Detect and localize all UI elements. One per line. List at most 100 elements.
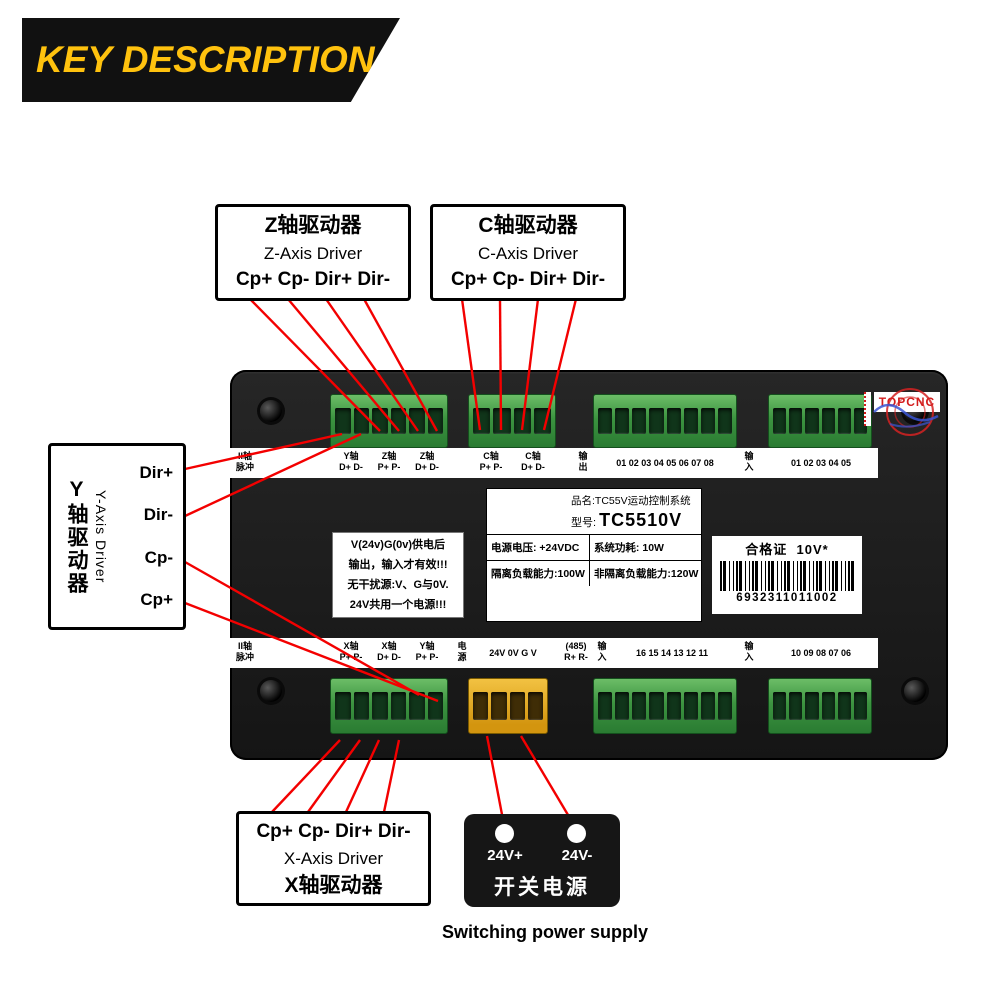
terminal-block-c-axis [468,394,556,448]
terminal-pin [773,407,787,435]
banner-title: KEY DESCRIPTION [36,39,375,80]
terminal-pin [509,692,525,720]
product-model: 型号: TC5510V [571,510,695,531]
power-terminal-positive-icon [495,824,514,843]
qc-stamp [873,388,939,436]
power-title-cn: 开关电源 [494,876,590,899]
power-caption: Switching power supply [441,922,648,942]
terminal-pin [666,692,681,720]
terminal-pin [533,407,551,435]
c-axis-title-cn: C轴驱动器 [478,214,578,237]
terminal-pin [598,407,613,435]
strip-label: Z轴 P+ P- [377,451,401,472]
terminal-pin [649,407,664,435]
terminal-pin [527,692,543,720]
screw-bottom-left [260,680,282,702]
x-axis-callout: Cp+ Cp- Dir+ Dir- X-Axis Driver X轴驱动器 [236,811,431,906]
terminal-pin [649,692,664,720]
model-label: 型号: [571,517,597,529]
terminal-block-outputs [593,394,737,448]
power-label-positive: 24V+ [487,847,523,864]
terminal-pin [666,407,681,435]
terminal-pin [372,407,388,435]
z-axis-title-en: Z-Axis Driver [263,244,363,263]
strip-label: C轴 P+ P- [479,451,503,472]
y-axis-title-en: Y-Axis Driver [93,489,109,584]
terminal-pin [335,692,351,720]
y-axis-callout: Y轴驱动器 Y-Axis Driver Dir+ Dir- Cp- Cp+ [48,443,186,630]
c-axis-pin-labels: Cp+ Cp- Dir+ Dir- [450,269,606,290]
terminal-pin [390,407,406,435]
strip-label: Y轴 P+ P- [415,641,439,662]
brand-side-tag [864,392,871,426]
terminal-pin [335,407,351,435]
terminal-pin [353,692,369,720]
terminal-pin [598,692,613,720]
terminal-block-bottom-axes [330,678,448,734]
strip-label: X轴 P+ P- [339,641,363,662]
strip-label: C轴 D+ D- [521,451,545,472]
controller-board: II轴 脉冲 Y轴 D+ D- Z轴 P+ P- Z轴 D+ D- C轴 P+ … [230,370,948,760]
power-terminal-negative-icon [567,824,586,843]
terminal-pin [473,407,491,435]
terminal-pin [632,692,647,720]
terminal-pin [683,692,698,720]
terminal-pin [789,692,803,720]
product-name: 品名:TC55V运动控制系统 [571,495,691,507]
z-axis-pin-labels: Cp+ Cp- Dir+ Dir- [235,269,391,290]
terminal-pin [615,692,630,720]
barcode [720,561,854,591]
y-pin-dir-plus: Dir+ [139,463,173,483]
strip-label: 01 02 03 04 05 [790,458,852,468]
spec-grid: 电源电压: +24VDC 系统功耗: 10W 隔离负载能力:100W 非隔离负载… [487,534,703,586]
strip-label: 24V 0V G V [489,648,537,658]
y-pin-dir-minus: Dir- [143,505,173,525]
terminal-pin [493,407,511,435]
terminal-block-inputs-3 [768,678,872,734]
key-description-banner: KEY DESCRIPTION [22,18,400,102]
top-label-strip: II轴 脉冲 Y轴 D+ D- Z轴 P+ P- Z轴 D+ D- C轴 P+ … [230,448,878,478]
terminal-pin [700,407,715,435]
spec-supply: 电源电压: +24VDC [487,534,590,560]
terminal-pin [700,692,715,720]
c-axis-callout: C轴驱动器 C-Axis Driver Cp+ Cp- Dir+ Dir- [430,204,626,301]
screw-top-left [260,400,282,422]
y-pin-cp-minus: Cp- [144,547,173,567]
terminal-pin [632,407,647,435]
spec-power: 系统功耗: 10W [589,534,703,560]
terminal-pin [853,407,868,435]
bottom-label-strip: II轴 脉冲 X轴 P+ P- X轴 D+ D- Y轴 P+ P- 电 源 24… [230,638,878,668]
strip-label: 输 入 [744,641,754,662]
strip-label: 输 入 [744,451,754,472]
terminal-pin [683,407,698,435]
strip-label: 16 15 14 13 12 11 [635,648,709,658]
strip-label: 输 出 [578,451,588,472]
terminal-pin [409,692,425,720]
terminal-pin [390,692,406,720]
terminal-block-power [468,678,548,734]
strip-label: Y轴 D+ D- [339,451,363,472]
terminal-pin [821,692,835,720]
spec-isolated-load: 隔离负载能力:100W [487,560,590,586]
power-supply-callout: 24V+ 24V- 开关电源 [464,814,620,907]
terminal-pin [805,692,819,720]
model-value: TC5510V [599,510,683,530]
power-warning-panel: V(24v)G(0v)供电后 输出，输入才有效!!! 无干扰源:V、G与0V. … [332,532,464,618]
power-label-negative: 24V- [561,847,593,864]
x-axis-pin-labels: Cp+ Cp- Dir+ Dir- [256,821,411,842]
strip-label: II轴 脉冲 [235,451,254,472]
product-info-panel: 品名:TC55V运动控制系统 型号: TC5510V 电源电压: +24VDC … [486,488,703,622]
terminal-pin [427,692,443,720]
certificate-sticker: 合格证 10V* 6932311011002 [712,536,862,614]
y-pin-cp-plus: Cp+ [140,589,173,609]
screw-bottom-right [904,680,926,702]
z-axis-callout: Z轴驱动器 Z-Axis Driver Cp+ Cp- Dir+ Dir- [215,204,411,301]
product-info-top: 品名:TC55V运动控制系统 型号: TC5510V [487,489,701,534]
terminal-pin [805,407,819,435]
terminal-pin [837,407,851,435]
terminal-pin [615,407,630,435]
strip-label: (485) R+ R- [564,641,588,662]
strip-label: II轴 脉冲 [235,641,254,662]
x-axis-title-en: X-Axis Driver [283,849,384,868]
